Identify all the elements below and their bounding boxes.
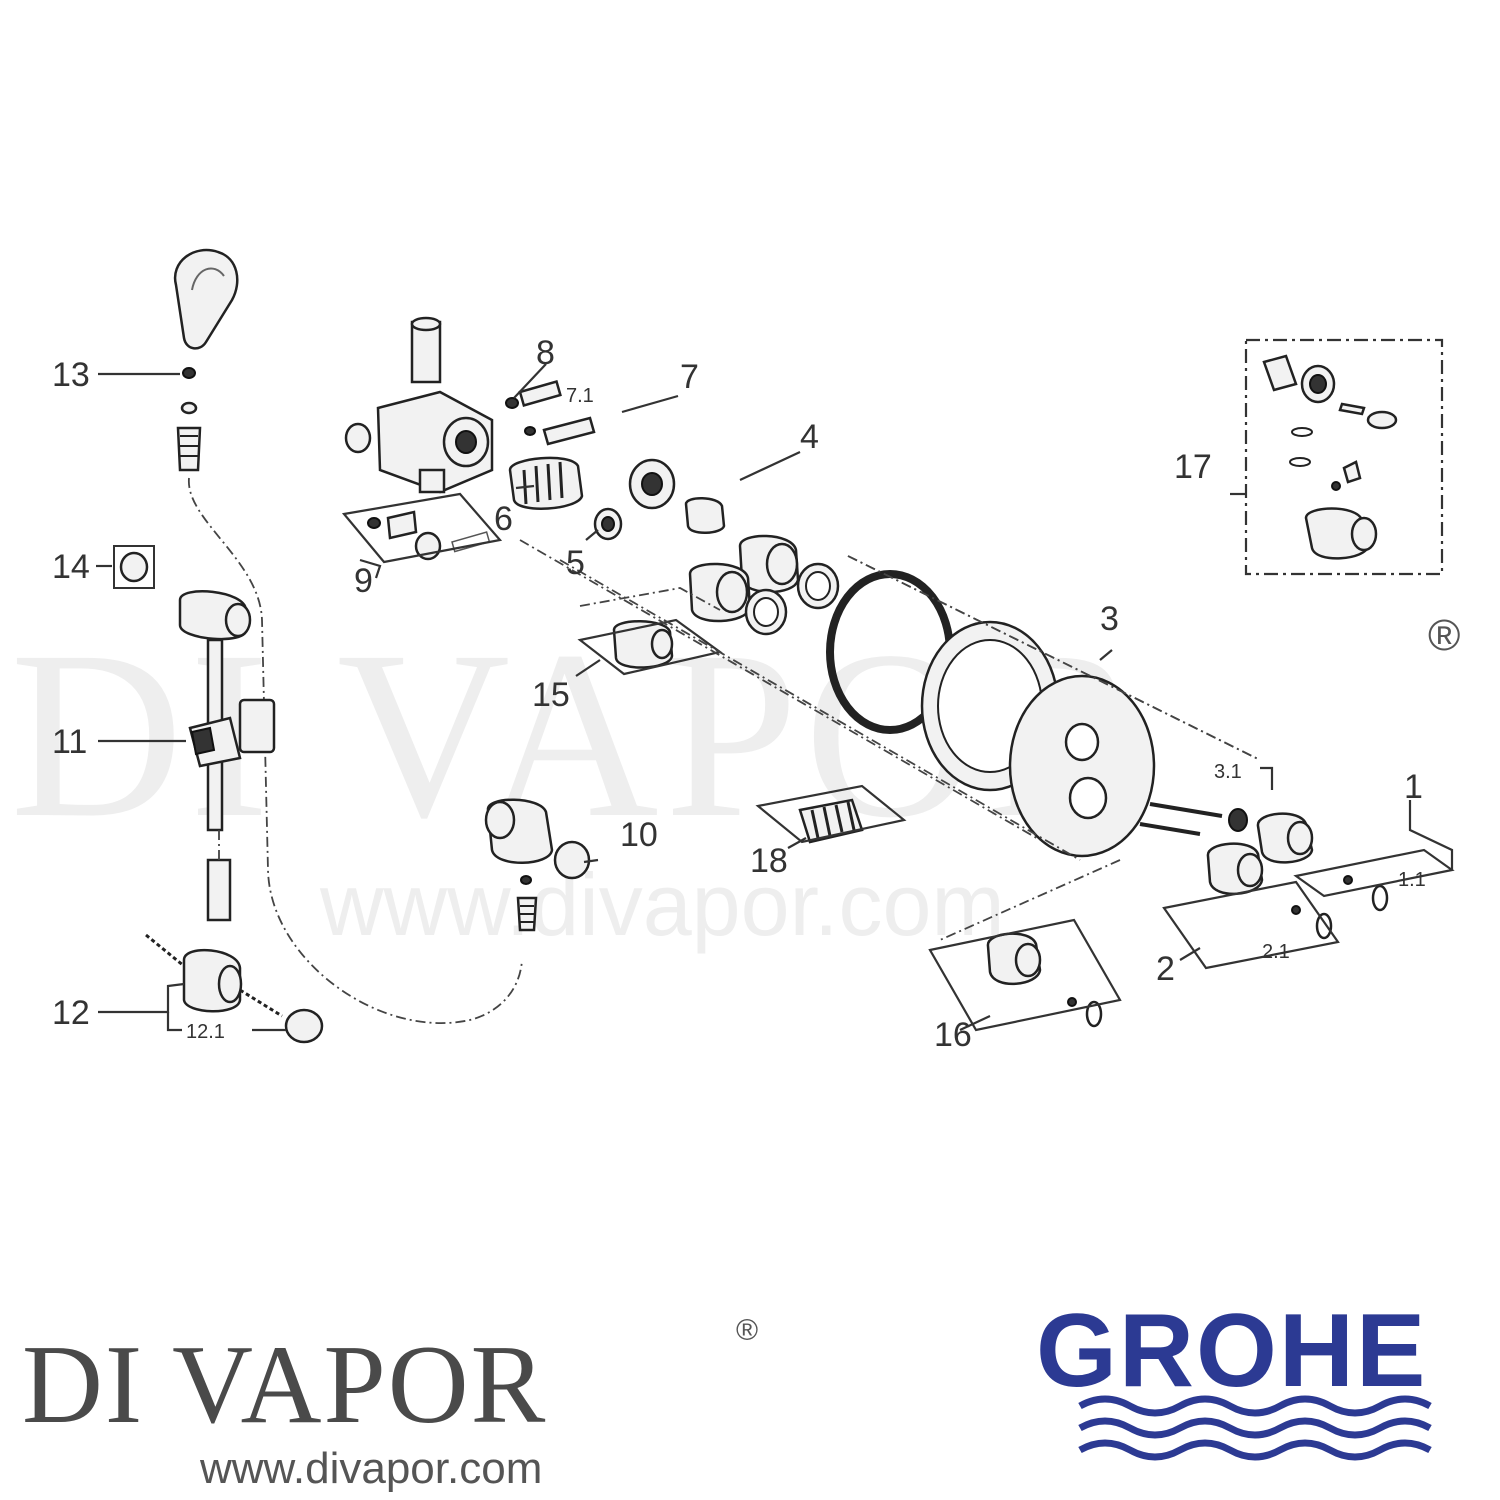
callout-3: 3 bbox=[1100, 600, 1119, 638]
adapter-3-1 bbox=[1228, 808, 1248, 832]
callout-2: 2 bbox=[1156, 950, 1175, 988]
brand-url: www.divapor.com bbox=[199, 1444, 542, 1493]
callout-8: 8 bbox=[536, 334, 555, 372]
hand-shower-head bbox=[173, 249, 239, 350]
watermark-registered: ® bbox=[1428, 611, 1460, 660]
cap-2-1 bbox=[1315, 912, 1333, 940]
hand-shower-assembly bbox=[113, 249, 591, 1044]
cartridge-kits bbox=[612, 338, 1444, 844]
callout-labels: 13 14 11 12 12.1 8 7.1 7 4 6 5 9 15 17 3… bbox=[52, 334, 1426, 1054]
callout-18: 18 bbox=[750, 842, 788, 880]
brand-name: DI VAPOR bbox=[22, 1323, 547, 1447]
callout-1-1: 1.1 bbox=[1398, 869, 1426, 891]
callout-12-1: 12.1 bbox=[186, 1021, 225, 1043]
cap-12-1 bbox=[284, 1008, 324, 1044]
leader-lines bbox=[96, 363, 1454, 1032]
callout-5: 5 bbox=[566, 544, 585, 582]
valve-body-assembly bbox=[344, 316, 726, 561]
watermark-url: www.divapor.com bbox=[319, 855, 1005, 954]
hose-nut bbox=[176, 426, 202, 472]
callout-13: 13 bbox=[52, 356, 90, 394]
part-4 bbox=[684, 497, 726, 534]
frame-14 bbox=[113, 545, 155, 589]
callout-16: 16 bbox=[934, 1016, 972, 1054]
rail-lower bbox=[206, 858, 232, 922]
grohe-wave-icon bbox=[1078, 1395, 1432, 1461]
washer-13 bbox=[182, 367, 196, 379]
callout-2-1: 2.1 bbox=[1262, 941, 1290, 963]
callout-3-1: 3.1 bbox=[1214, 761, 1242, 783]
cap-10 bbox=[553, 840, 591, 880]
callout-9: 9 bbox=[354, 562, 373, 600]
callout-10: 10 bbox=[620, 816, 658, 854]
escutcheon-plate bbox=[1008, 674, 1156, 858]
callout-4: 4 bbox=[800, 418, 819, 456]
callout-11: 11 bbox=[52, 723, 87, 761]
brand-registered: ® bbox=[736, 1314, 758, 1347]
cap-1-1 bbox=[1371, 884, 1389, 912]
handles bbox=[986, 812, 1389, 1028]
frame-17 bbox=[1244, 338, 1444, 576]
callout-7: 7 bbox=[680, 358, 699, 396]
brand-footer: DI VAPOR ® www.divapor.com GROHE bbox=[22, 1293, 1432, 1493]
cartridge-6 bbox=[508, 456, 584, 510]
callout-6: 6 bbox=[494, 500, 513, 538]
trim-assembly bbox=[688, 534, 1248, 858]
callout-15: 15 bbox=[532, 676, 570, 714]
callout-7-1: 7.1 bbox=[566, 385, 594, 407]
callout-12: 12 bbox=[52, 994, 90, 1032]
callout-17: 17 bbox=[1174, 448, 1212, 486]
callout-14: 14 bbox=[52, 548, 90, 586]
group-frames bbox=[341, 492, 1455, 1032]
callout-1: 1 bbox=[1404, 768, 1423, 806]
grohe-logo-text: GROHE bbox=[1036, 1293, 1427, 1409]
